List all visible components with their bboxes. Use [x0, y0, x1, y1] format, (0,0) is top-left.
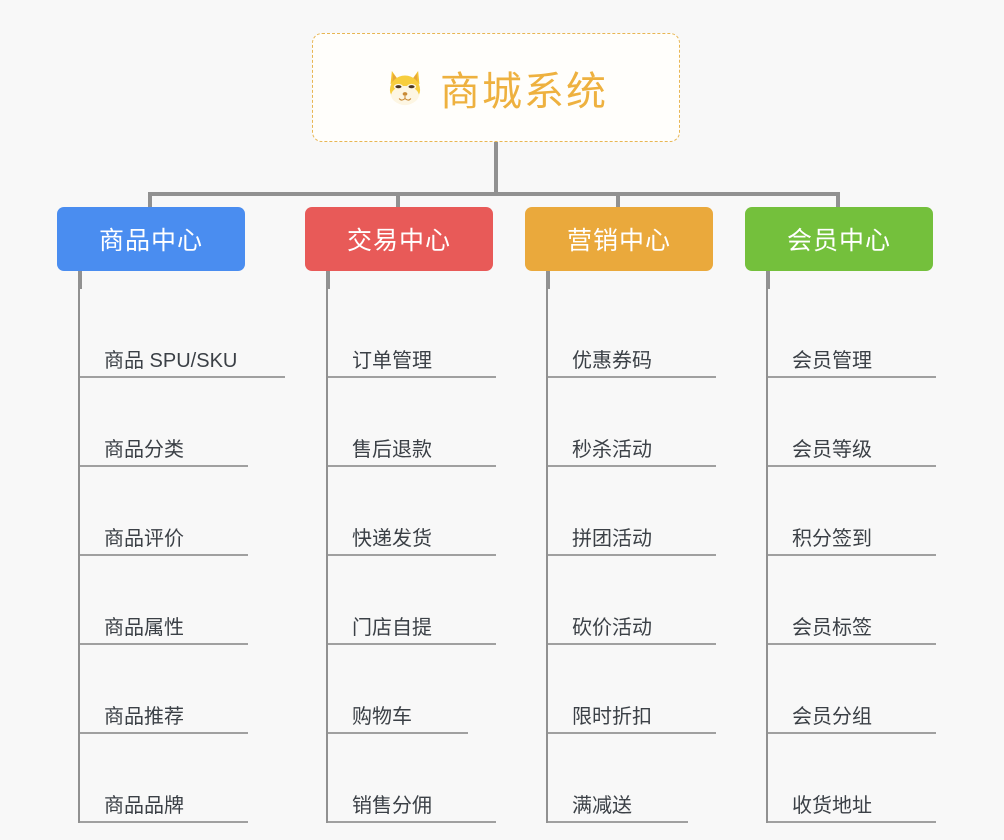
leaf-item[interactable]: 快递发货	[328, 467, 496, 556]
leaf-item-label: 优惠券码	[572, 350, 652, 372]
connector-stub-2	[326, 271, 330, 289]
branch-column-product-center: 商品中心 商品 SPU/SKU 商品分类 商品评价 商品属性 商品推荐 商品品牌	[57, 207, 285, 823]
connector-stub-3	[546, 271, 550, 289]
leaf-item-label: 收货地址	[792, 795, 872, 817]
leaf-item-label: 会员管理	[792, 350, 872, 372]
connector-drop-2	[396, 192, 400, 208]
leaf-item[interactable]: 销售分佣	[328, 734, 496, 823]
category-header-label: 会员中心	[786, 227, 891, 255]
connector-drop-4	[836, 192, 840, 208]
connector-drop-1	[148, 192, 152, 208]
leaf-list-marketing-center: 优惠券码 秒杀活动 拼团活动 砍价活动 限时折扣 满减送	[546, 289, 716, 823]
leaf-item-label: 门店自提	[352, 617, 432, 639]
leaf-item-label: 商品 SPU/SKU	[104, 350, 238, 372]
leaf-item[interactable]: 积分签到	[768, 467, 936, 556]
leaf-item-label: 订单管理	[352, 350, 432, 372]
leaf-item[interactable]: 商品属性	[80, 556, 248, 645]
connector-drop-3	[616, 192, 620, 208]
leaf-item[interactable]: 商品品牌	[80, 734, 248, 823]
leaf-item-label: 商品属性	[104, 617, 184, 639]
leaf-item[interactable]: 会员标签	[768, 556, 936, 645]
leaf-item-label: 秒杀活动	[572, 439, 652, 461]
leaf-item[interactable]: 优惠券码	[548, 289, 716, 378]
leaf-item-label: 商品分类	[104, 439, 184, 461]
leaf-item-label: 商品评价	[104, 528, 184, 550]
root-node[interactable]: 商城系统	[312, 33, 680, 142]
connector-stub-4	[766, 271, 770, 289]
leaf-item-label: 拼团活动	[572, 528, 652, 550]
branch-column-member-center: 会员中心 会员管理 会员等级 积分签到 会员标签 会员分组 收货地址	[745, 207, 936, 823]
leaf-list-member-center: 会员管理 会员等级 积分签到 会员标签 会员分组 收货地址	[766, 289, 936, 823]
leaf-item[interactable]: 砍价活动	[548, 556, 716, 645]
leaf-item[interactable]: 秒杀活动	[548, 378, 716, 467]
leaf-item-label: 销售分佣	[352, 795, 432, 817]
leaf-item[interactable]: 订单管理	[328, 289, 496, 378]
branch-column-trade-center: 交易中心 订单管理 售后退款 快递发货 门店自提 购物车 销售分佣	[305, 207, 496, 823]
leaf-item[interactable]: 商品分类	[80, 378, 248, 467]
leaf-item[interactable]: 拼团活动	[548, 467, 716, 556]
category-header-marketing-center[interactable]: 营销中心	[525, 207, 713, 271]
category-header-product-center[interactable]: 商品中心	[57, 207, 245, 271]
leaf-item-label: 商品推荐	[104, 706, 184, 728]
category-header-label: 营销中心	[566, 227, 671, 255]
leaf-item[interactable]: 限时折扣	[548, 645, 716, 734]
leaf-item[interactable]: 会员管理	[768, 289, 936, 378]
leaf-item[interactable]: 售后退款	[328, 378, 496, 467]
leaf-item-label: 购物车	[352, 706, 412, 728]
leaf-item-label: 快递发货	[352, 528, 432, 550]
shiba-dog-face-icon	[384, 67, 426, 109]
leaf-item-label: 商品品牌	[104, 795, 184, 817]
connector-horizontal-bus	[148, 192, 840, 196]
root-title: 商城系统	[440, 69, 608, 114]
leaf-item-label: 会员标签	[792, 617, 872, 639]
leaf-item-label: 限时折扣	[572, 706, 652, 728]
leaf-item-label: 会员分组	[792, 706, 872, 728]
leaf-item[interactable]: 满减送	[548, 734, 688, 823]
leaf-item[interactable]: 商品评价	[80, 467, 248, 556]
leaf-item-label: 售后退款	[352, 439, 432, 461]
leaf-item[interactable]: 购物车	[328, 645, 468, 734]
branch-column-marketing-center: 营销中心 优惠券码 秒杀活动 拼团活动 砍价活动 限时折扣 满减送	[525, 207, 716, 823]
leaf-item-label: 会员等级	[792, 439, 872, 461]
leaf-item[interactable]: 商品推荐	[80, 645, 248, 734]
leaf-list-trade-center: 订单管理 售后退款 快递发货 门店自提 购物车 销售分佣	[326, 289, 496, 823]
category-header-trade-center[interactable]: 交易中心	[305, 207, 493, 271]
leaf-item[interactable]: 门店自提	[328, 556, 496, 645]
leaf-item-label: 积分签到	[792, 528, 872, 550]
connector-root-stem	[494, 142, 498, 195]
leaf-item-label: 砍价活动	[572, 617, 652, 639]
leaf-item[interactable]: 收货地址	[768, 734, 936, 823]
leaf-item[interactable]: 商品 SPU/SKU	[80, 289, 285, 378]
leaf-item[interactable]: 会员等级	[768, 378, 936, 467]
leaf-item-label: 满减送	[572, 795, 632, 817]
category-header-member-center[interactable]: 会员中心	[745, 207, 933, 271]
connector-stub-1	[78, 271, 82, 289]
leaf-item[interactable]: 会员分组	[768, 645, 936, 734]
category-header-label: 商品中心	[98, 227, 203, 255]
category-header-label: 交易中心	[346, 227, 451, 255]
leaf-list-product-center: 商品 SPU/SKU 商品分类 商品评价 商品属性 商品推荐 商品品牌	[78, 289, 285, 823]
